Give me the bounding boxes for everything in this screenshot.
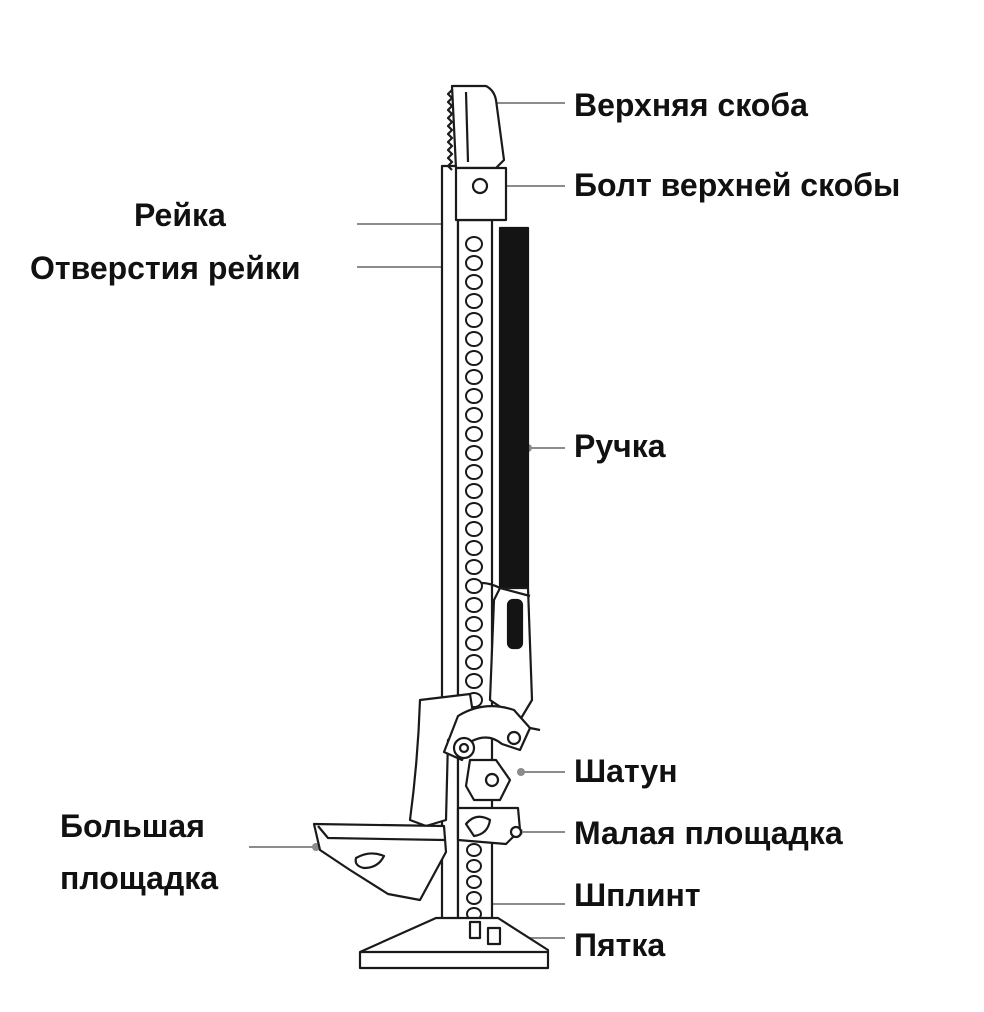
label-heel: Пятка <box>574 927 666 963</box>
rail-hole <box>465 388 483 404</box>
rail-hole <box>465 274 483 290</box>
rail-hole <box>465 673 483 689</box>
rail-hole <box>465 502 483 518</box>
label-big-platform-line2: площадка <box>60 860 219 896</box>
rail-hole <box>465 426 483 442</box>
heel <box>486 926 502 946</box>
pivot-2 <box>506 730 522 746</box>
rail-hole <box>466 859 482 873</box>
rail-hole <box>465 635 483 651</box>
rail-hole <box>465 597 483 613</box>
rail-hole <box>465 559 483 575</box>
rail-hole <box>465 293 483 309</box>
label-top-clamp: Верхняя скоба <box>574 87 808 123</box>
rail-hole <box>465 255 483 271</box>
jack-mechanism <box>312 692 550 970</box>
rail-hole <box>465 236 483 252</box>
label-big-platform: Большая площадка <box>60 800 218 904</box>
label-handle: Ручка <box>574 428 666 464</box>
rail-hole <box>465 540 483 556</box>
label-rail-holes: Отверстия рейки <box>30 250 301 286</box>
label-small-platform: Малая площадка <box>574 815 843 851</box>
rail-hole <box>465 407 483 423</box>
label-rail: Рейка <box>134 197 226 233</box>
top-clamp <box>450 84 506 170</box>
handle <box>498 226 530 590</box>
heel-base <box>358 916 550 970</box>
top-clamp-bolt <box>471 177 489 195</box>
rail-hole <box>465 445 483 461</box>
rail-holes <box>465 236 483 921</box>
label-top-clamp-bolt: Болт верхней скобы <box>574 167 901 203</box>
rail-hole <box>465 464 483 480</box>
rail-hole <box>466 843 482 857</box>
top-clamp-teeth <box>446 89 454 171</box>
rail-hole <box>465 483 483 499</box>
label-big-platform-line1: Большая <box>60 808 205 844</box>
rail-hole <box>465 654 483 670</box>
rail-hole <box>466 891 482 905</box>
rail-hole <box>466 875 482 889</box>
handle-slot <box>506 598 524 650</box>
cotter-pin <box>468 920 482 940</box>
big-platform-slot <box>354 852 386 870</box>
rail-hole <box>465 331 483 347</box>
label-connecting-rod: Шатун <box>574 753 678 789</box>
rail-hole <box>465 350 483 366</box>
rail-hole <box>465 578 483 594</box>
rail-hole <box>465 616 483 632</box>
label-cotter-pin: Шплинт <box>574 877 701 913</box>
rail-hole <box>465 312 483 328</box>
rail-hole <box>465 521 483 537</box>
rail-hole <box>465 369 483 385</box>
